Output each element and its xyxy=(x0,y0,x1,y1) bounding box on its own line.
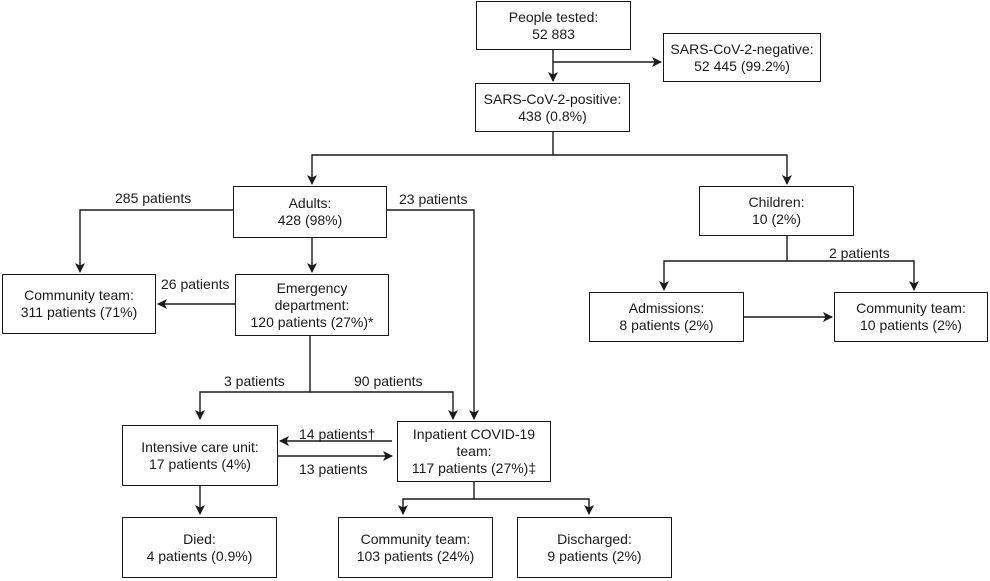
arrow-inpatient-to-community xyxy=(398,482,475,515)
emergency-box: Emergency department: 120 patients (27%)… xyxy=(235,274,389,336)
admissions-box: Admissions: 8 patients (2%) xyxy=(589,292,744,342)
community-inpatient-count: 103 patients (24%) xyxy=(356,547,475,564)
adults-box: Adults: 428 (98%) xyxy=(233,186,387,238)
arrow-children-to-admissions xyxy=(659,236,788,291)
inpatient-box: Inpatient COVID-19 team: 117 patients (2… xyxy=(397,421,551,482)
children-box: Children: 10 (2%) xyxy=(699,186,854,236)
discharged-count: 9 patients (2%) xyxy=(547,547,642,564)
adults-title: Adults: xyxy=(288,195,332,211)
people-tested-title: People tested: xyxy=(508,8,599,25)
connector-positive-split xyxy=(307,131,554,185)
positive-count: 438 (0.8%) xyxy=(518,107,587,124)
community-children-title: Community team: xyxy=(856,300,966,316)
negative-box: SARS-CoV-2-negative: 52 445 (99.2%) xyxy=(663,33,821,82)
inpatient-count: 117 patients (27%)‡ xyxy=(411,460,537,476)
label-children-to-community: 2 patients xyxy=(829,245,890,261)
label-adults-to-community: 285 patients xyxy=(115,190,192,206)
label-inpatient-to-icu: 14 patients† xyxy=(299,426,376,442)
adults-count: 428 (98%) xyxy=(277,212,343,228)
icu-count: 17 patients (4%) xyxy=(149,455,251,472)
arrow-adults-to-community xyxy=(75,209,233,273)
emergency-count: 120 patients (27%)* xyxy=(250,313,374,330)
community-children-box: Community team: 10 patients (2%) xyxy=(834,292,988,342)
died-count: 4 patients (0.9%) xyxy=(146,547,253,564)
admissions-title: Admissions: xyxy=(628,300,705,316)
died-box: Died: 4 patients (0.9%) xyxy=(122,517,277,578)
discharged-box: Discharged: 9 patients (2%) xyxy=(517,517,672,578)
people-tested-box: People tested: 52 883 xyxy=(476,1,631,50)
label-ed-to-inpatient: 90 patients xyxy=(354,373,423,389)
emergency-title-2: department: xyxy=(274,296,350,313)
children-count: 10 (2%) xyxy=(751,211,802,227)
people-tested-count: 52 883 xyxy=(532,25,575,42)
connector-positive-to-children xyxy=(553,154,792,185)
children-title: Children: xyxy=(748,194,805,210)
positive-box: SARS-CoV-2-positive: 438 (0.8%) xyxy=(475,83,630,132)
arrow-adults-to-inpatient xyxy=(387,209,479,420)
died-title: Died: xyxy=(183,530,216,547)
arrow-ed-to-icu xyxy=(195,336,311,420)
discharged-title: Discharged: xyxy=(557,530,632,547)
admissions-count: 8 patients (2%) xyxy=(619,317,714,333)
label-ed-to-community: 26 patients xyxy=(161,276,230,292)
community-inpatient-title: Community team: xyxy=(360,530,471,547)
community-children-count: 10 patients (2%) xyxy=(860,317,962,333)
negative-title: SARS-CoV-2-negative: xyxy=(670,40,814,57)
emergency-title-1: Emergency xyxy=(276,279,348,296)
label-icu-to-inpatient: 13 patients xyxy=(299,461,368,477)
arrow-ed-to-inpatient xyxy=(310,391,458,420)
negative-count: 52 445 (99.2%) xyxy=(694,57,790,74)
community-adults-title: Community team: xyxy=(24,287,134,303)
community-adults-count: 311 patients (71%) xyxy=(20,304,138,320)
icu-title: Intensive care unit: xyxy=(141,438,259,455)
label-ed-to-icu: 3 patients xyxy=(224,373,285,389)
inpatient-title-1: Inpatient COVID-19 xyxy=(412,426,536,442)
inpatient-title-2: team: xyxy=(456,443,492,459)
community-inpatient-box: Community team: 103 patients (24%) xyxy=(338,517,493,578)
arrow-inpatient-to-discharged xyxy=(474,498,594,515)
arrow-children-to-community xyxy=(787,260,919,291)
icu-box: Intensive care unit: 17 patients (4%) xyxy=(122,425,278,486)
label-adults-to-inpatient: 23 patients xyxy=(399,191,468,207)
community-adults-box: Community team: 311 patients (71%) xyxy=(2,274,156,334)
positive-title: SARS-CoV-2-positive: xyxy=(483,90,622,107)
